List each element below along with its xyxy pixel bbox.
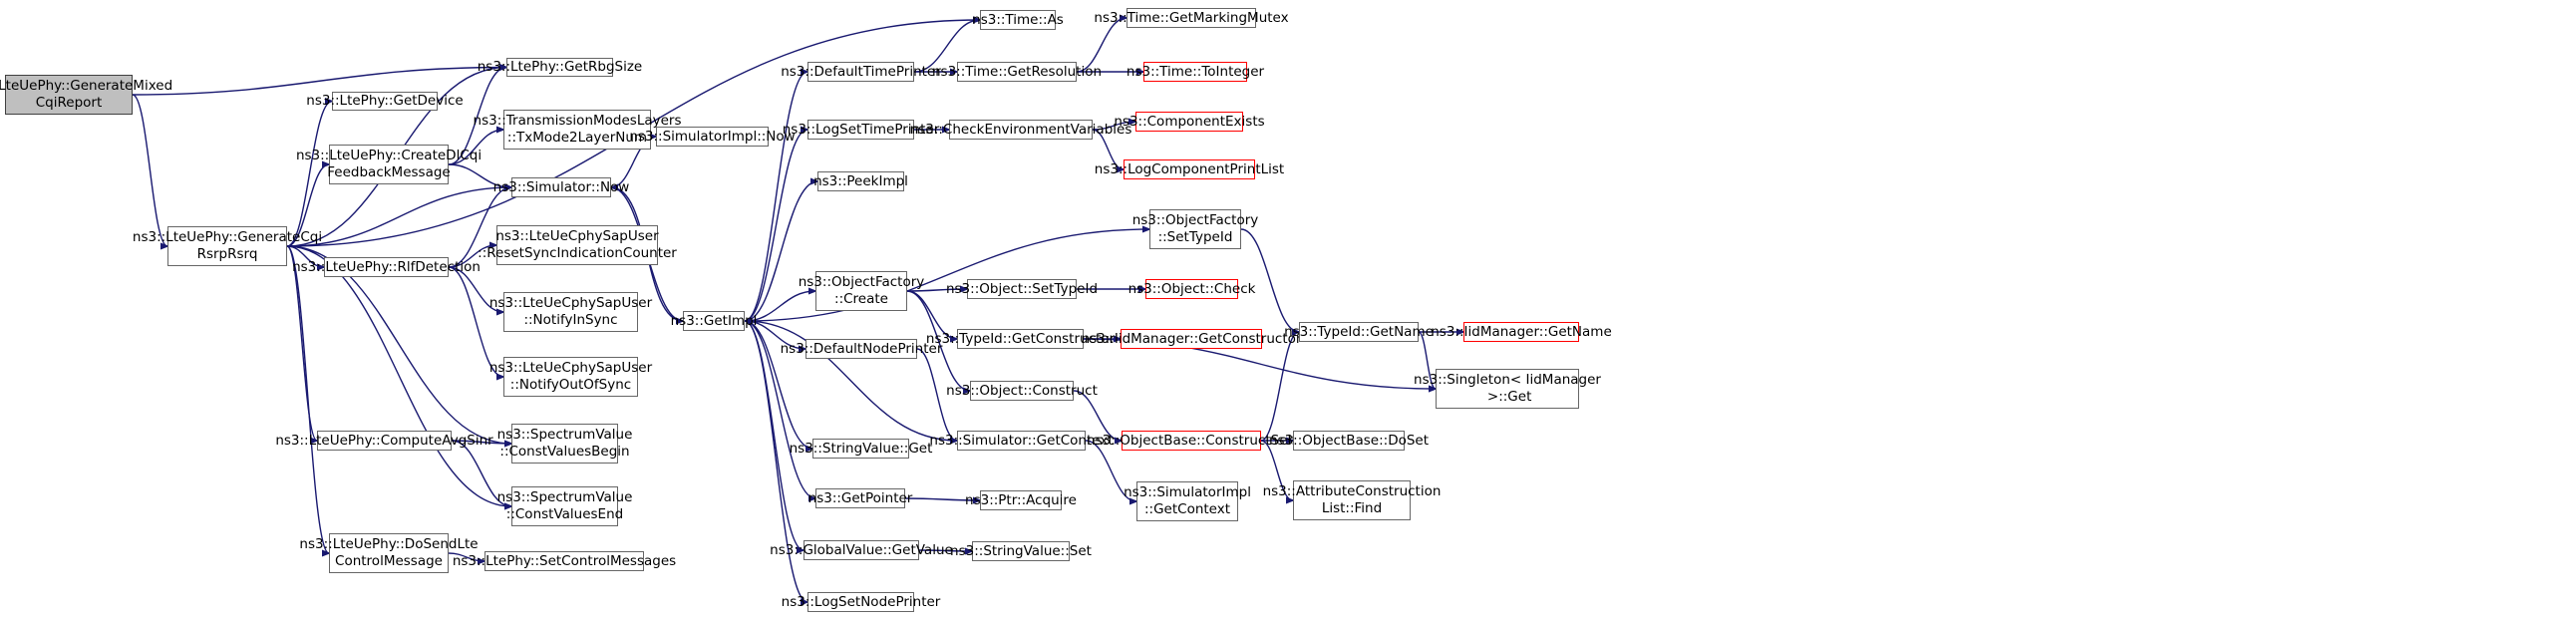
node-getdevice[interactable]: ns3::LtePhy::GetDevice bbox=[306, 92, 464, 111]
node-getname[interactable]: ns3::TypeId::GetName bbox=[1284, 322, 1434, 342]
edge-getimpl-to-logsetnode bbox=[744, 320, 807, 602]
node-singleton[interactable]: ns3::Singleton< IidManager >::Get bbox=[1414, 369, 1601, 409]
edge-checkenv-to-logcomplist bbox=[1092, 129, 1124, 169]
node-cvend[interactable]: ns3::SpectrumValue ::ConstValuesEnd bbox=[497, 486, 632, 526]
node-objconstruct[interactable]: ns3::Object::Construct bbox=[946, 381, 1098, 401]
edge-dlcqi-to-rbgsize bbox=[448, 68, 506, 165]
node-defnode[interactable]: ns3::DefaultNodePrinter bbox=[781, 339, 942, 359]
node-getctor[interactable]: ns3::TypeId::GetConstructor bbox=[926, 329, 1115, 349]
node-txmode[interactable]: ns3::TransmissionModesLayers ::TxMode2La… bbox=[474, 110, 682, 150]
edge-avgsinr-to-cvend bbox=[451, 440, 511, 506]
edge-getpointer-to-ptracquire bbox=[904, 498, 980, 500]
edge-rlf-to-simnow bbox=[448, 187, 511, 268]
node-root: ns3::LteUePhy::GenerateMixed CqiReport bbox=[0, 75, 172, 115]
node-rbgsize[interactable]: ns3::LtePhy::GetRbgSize bbox=[477, 58, 643, 77]
node-notifyout[interactable]: ns3::LteUeCphySapUser ::NotifyOutOfSync bbox=[489, 357, 652, 397]
node-toint[interactable]: ns3::Time::ToInteger bbox=[1127, 62, 1264, 82]
node-getimpl[interactable]: ns3::GetImpl bbox=[671, 311, 757, 331]
edge-getimpl-to-simgetctx bbox=[744, 320, 957, 441]
node-logcomplist[interactable]: ns3::LogComponentPrintList bbox=[1095, 159, 1284, 179]
node-logsettime[interactable]: ns3::LogSetTimePrinter bbox=[783, 120, 939, 140]
node-simgetctx[interactable]: ns3::Simulator::GetContext bbox=[929, 431, 1114, 451]
node-setctrl[interactable]: ns3::LtePhy::SetControlMessages bbox=[453, 551, 676, 571]
node-iidgetctor[interactable]: ns3::IidManager::GetConstructor bbox=[1082, 329, 1301, 349]
node-peekimpl[interactable]: ns3::PeekImpl bbox=[813, 171, 908, 191]
node-ptracquire[interactable]: ns3::Ptr::Acquire bbox=[965, 490, 1077, 510]
node-objcheck[interactable]: ns3::Object::Check bbox=[1128, 279, 1255, 299]
node-avgsinr[interactable]: ns3::LteUePhy::ComputeAvgSinr bbox=[275, 431, 493, 451]
edge-dlcqi-to-simnow bbox=[448, 163, 511, 187]
node-resetsync[interactable]: ns3::LteUeCphySapUser ::ResetSyncIndicat… bbox=[478, 225, 677, 265]
edge-avgsinr-to-cvbegin bbox=[451, 441, 511, 444]
node-dlcqi[interactable]: ns3::LteUePhy::CreateDlCqi FeedbackMessa… bbox=[296, 145, 482, 184]
edge-gencqi-to-dosend bbox=[286, 245, 329, 553]
node-checkenv[interactable]: ns3::CheckEnvironmentVariables bbox=[910, 120, 1131, 140]
edge-rlf-to-notifyout bbox=[448, 266, 503, 377]
node-objsettype[interactable]: ns3::Object::SetTypeId bbox=[946, 279, 1098, 299]
edge-getname-to-singleton bbox=[1418, 331, 1436, 389]
edge-getimpl-to-settypeid bbox=[744, 229, 1149, 322]
node-constructself[interactable]: ns3::ObjectBase::ConstructSelf bbox=[1087, 431, 1296, 451]
node-simimplnow[interactable]: ns3::SimulatorImpl::Now bbox=[629, 127, 796, 147]
node-strvalget[interactable]: ns3::StringValue::Get bbox=[790, 439, 932, 459]
edge-getres-to-markmutex bbox=[1076, 18, 1127, 73]
edge-getimpl-to-logsettime bbox=[744, 130, 807, 322]
node-markmutex[interactable]: ns3::Time::GetMarkingMutex bbox=[1094, 8, 1289, 28]
node-doset[interactable]: ns3::ObjectBase::DoSet bbox=[1269, 431, 1429, 451]
node-globalget[interactable]: ns3::GlobalValue::GetValue bbox=[770, 540, 953, 560]
edge-getimpl-to-objfactory bbox=[744, 291, 815, 322]
edge-defnode-to-simgetctx bbox=[916, 348, 957, 441]
node-strvalset[interactable]: ns3::StringValue::Set bbox=[950, 541, 1092, 561]
edge-objfactory-to-objsettype bbox=[906, 289, 967, 291]
node-getpointer[interactable]: ns3::GetPointer bbox=[808, 488, 912, 508]
edge-objconstruct-to-constructself bbox=[1073, 390, 1122, 441]
node-objfactory[interactable]: ns3::ObjectFactory ::Create bbox=[799, 271, 924, 311]
edge-gencqi-to-simnow bbox=[286, 187, 511, 247]
node-deftimeprinter[interactable]: ns3::DefaultTimePrinter bbox=[781, 62, 941, 82]
edge-globalget-to-strvalset bbox=[918, 550, 972, 551]
node-iidgetname[interactable]: ns3::IidManager::GetName bbox=[1431, 322, 1612, 342]
node-timeas[interactable]: ns3::Time::As bbox=[972, 10, 1064, 30]
edge-gencqi-to-getdevice bbox=[286, 102, 332, 247]
edge-root-to-rbgsize bbox=[132, 68, 506, 96]
edge-dlcqi-to-txmode bbox=[448, 130, 503, 165]
node-getres[interactable]: ns3::Time::GetResolution bbox=[932, 62, 1102, 82]
node-logsetnode[interactable]: ns3::LogSetNodePrinter bbox=[782, 592, 940, 612]
edge-deftimeprinter-to-timeas bbox=[913, 20, 980, 73]
node-dosend[interactable]: ns3::LteUePhy::DoSendLte ControlMessage bbox=[299, 533, 479, 573]
node-notifyin[interactable]: ns3::LteUeCphySapUser ::NotifyInSync bbox=[489, 292, 652, 332]
edge-getimpl-to-peekimpl bbox=[744, 181, 817, 322]
edge-rlf-to-resetsync bbox=[448, 245, 496, 268]
edge-gencqi-to-cvbegin bbox=[286, 245, 511, 444]
node-gencqi[interactable]: ns3::LteUePhy::GenerateCqi RsrpRsrq bbox=[133, 226, 322, 266]
edge-root-to-gencqi bbox=[132, 94, 167, 246]
node-rlf[interactable]: ns3::LteUePhy::RlfDetection bbox=[292, 257, 481, 277]
edge-settypeid-to-getname bbox=[1240, 228, 1299, 332]
node-compexists[interactable]: ns3::ComponentExists bbox=[1114, 112, 1265, 132]
edge-dosend-to-setctrl bbox=[448, 552, 484, 561]
node-simnow[interactable]: ns3::Simulator::Now bbox=[493, 177, 629, 197]
edge-objfactory-to-objconstruct bbox=[906, 290, 970, 391]
node-cvbegin[interactable]: ns3::SpectrumValue ::ConstValuesBegin bbox=[497, 424, 632, 464]
edge-constructself-to-attrfind bbox=[1260, 440, 1293, 500]
edge-getimpl-to-getpointer bbox=[744, 320, 815, 498]
edge-constructself-to-getname bbox=[1260, 332, 1299, 442]
edge-gencqi-to-avgsinr bbox=[286, 245, 317, 441]
edge-gencqi-to-dlcqi bbox=[286, 164, 329, 247]
edge-checkenv-to-compexists bbox=[1092, 122, 1135, 131]
node-attrfind[interactable]: ns3::AttributeConstruction List::Find bbox=[1263, 480, 1441, 520]
edge-simgetctx-to-simimplctx bbox=[1085, 440, 1136, 501]
edge-getimpl-to-deftimeprinter bbox=[744, 72, 807, 322]
node-settypeid[interactable]: ns3::ObjectFactory ::SetTypeId bbox=[1132, 209, 1258, 249]
node-simimplctx[interactable]: ns3::SimulatorImpl ::GetContext bbox=[1124, 481, 1251, 521]
edge-rlf-to-notifyin bbox=[448, 266, 503, 312]
